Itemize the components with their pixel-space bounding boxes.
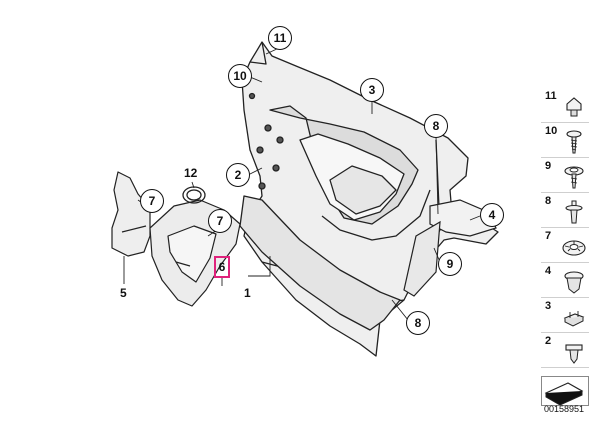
legend-number: 2 [545, 335, 552, 347]
spring-clip-icon [563, 311, 585, 327]
callout-3: 3 [360, 78, 384, 102]
callout-7-right: 7 [208, 209, 232, 233]
label-12: 12 [184, 166, 198, 180]
legend-number: 9 [545, 160, 552, 172]
side-bracket [403, 199, 497, 297]
legend-row-3: 3 [541, 298, 589, 333]
arrow-icon [544, 382, 584, 406]
grommet-ring-part-12 [182, 186, 206, 204]
legend-navigation-arrow[interactable] [541, 376, 589, 406]
exploded-view-drawing [111, 41, 499, 357]
screw-washer-icon [564, 166, 584, 189]
legend-number: 7 [545, 230, 552, 242]
legend-row-4: 4 [541, 263, 589, 298]
legend-number: 8 [545, 195, 552, 207]
callout-4: 4 [480, 203, 504, 227]
legend-number: 11 [545, 90, 557, 102]
callout-9: 9 [438, 252, 462, 276]
legend-row-8: 8 [541, 193, 589, 228]
callout-8-top: 8 [424, 114, 448, 138]
callout-11: 11 [268, 26, 292, 50]
speed-clip-icon [562, 240, 586, 256]
callout-8-bottom: 8 [406, 311, 430, 335]
legend-row-11: 11 [541, 88, 589, 123]
expanding-rivet-icon [565, 200, 583, 224]
legend-number: 3 [545, 300, 552, 312]
legend-row-9: 9 [541, 158, 589, 193]
callout-7-left: 7 [140, 189, 164, 213]
legend-number: 4 [545, 265, 552, 277]
clip-icon [565, 344, 583, 364]
label-1: 1 [244, 286, 251, 300]
legend-row-10: 10 [541, 123, 589, 158]
callout-2: 2 [226, 163, 250, 187]
legend-number: 10 [545, 125, 558, 137]
leader-lines [123, 47, 481, 321]
label-5: 5 [120, 286, 127, 300]
diagram-id: 00158951 [544, 404, 585, 414]
legend-row-2: 2 [541, 333, 589, 368]
label-6-highlighted: 6 [214, 256, 230, 278]
trim-cap-part-5 [111, 171, 151, 257]
lower-trim-piece [239, 195, 401, 331]
plastic-nut-icon [566, 97, 582, 117]
legend-row-7: 7 [541, 228, 589, 263]
screw-icon [566, 130, 582, 154]
push-clip-icon [564, 271, 584, 294]
callout-10: 10 [228, 64, 252, 88]
fastener-legend: 11 10 9 8 [541, 88, 589, 406]
